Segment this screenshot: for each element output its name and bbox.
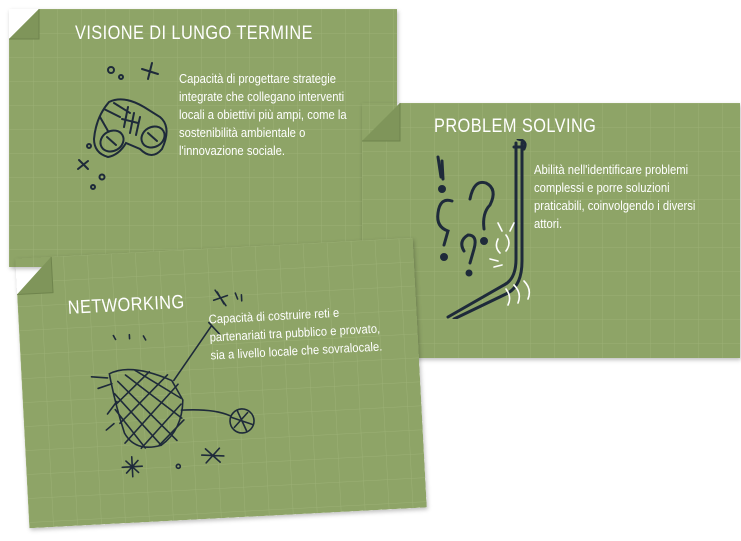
card-problem-background bbox=[362, 103, 740, 358]
card-networking-text: Capacità di costruire reti e partenariat… bbox=[208, 305, 383, 363]
card-networking: NETWORKING Capacità di costruire reti e … bbox=[15, 237, 427, 529]
card-vision: VISIONE DI LUNGO TERMINE Capacità di pro… bbox=[9, 9, 397, 267]
card-networking-background bbox=[17, 237, 427, 529]
card-vision-text: Capacità di progettare strategie integra… bbox=[179, 72, 347, 158]
binoculars-icon bbox=[77, 62, 168, 190]
card-problem-text: Abilità nell'identificare problemi compl… bbox=[534, 163, 696, 231]
net-icon bbox=[90, 289, 255, 478]
leaking-pipe-icon bbox=[436, 139, 531, 319]
card-vision-title: VISIONE DI LUNGO TERMINE bbox=[75, 23, 313, 44]
card-vision-background bbox=[9, 9, 397, 267]
card-problem-title: PROBLEM SOLVING bbox=[434, 116, 597, 137]
card-problem: PROBLEM SOLVING Abilità nell'identificar… bbox=[362, 103, 740, 358]
